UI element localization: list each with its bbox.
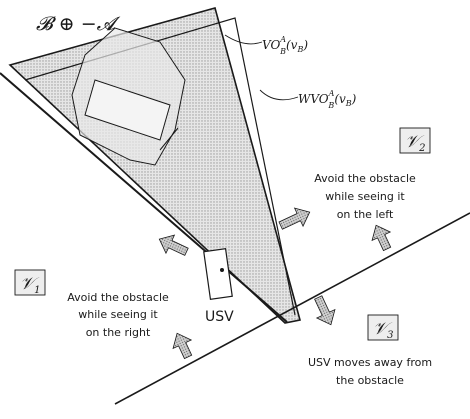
region-v3-caption-line1: USV moves away from <box>308 356 432 369</box>
obstacle-rectangle <box>84 79 171 141</box>
usv-body <box>203 248 233 300</box>
region-v1-caption-line2: while seeing it <box>78 308 158 321</box>
wvo-label-leader <box>259 89 299 101</box>
arrow-v3-region <box>314 295 336 326</box>
region-v1-box <box>14 269 46 296</box>
vo-label-leader <box>224 34 263 45</box>
region-v2-caption-line2: while seeing it <box>325 190 405 203</box>
region-v2-caption-line3: on the left <box>337 208 394 221</box>
region-v3-box <box>367 314 399 341</box>
usv-label: USV <box>205 309 234 325</box>
obstacle-center-mark <box>159 127 179 151</box>
region-v2-caption-line1: Avoid the obstacle <box>314 172 416 185</box>
arrow-v1-region <box>158 234 189 256</box>
region-v1-caption-line3: on the right <box>86 326 151 339</box>
region-v3-caption-line2: the obstacle <box>336 374 404 387</box>
boundary-line <box>114 212 470 405</box>
arrow-v2-normal <box>371 224 392 252</box>
cone-left-edge <box>0 72 288 323</box>
arrow-v1-normal <box>172 332 193 360</box>
minkowski-label: 𝓑 ⊕ −𝓐 <box>36 13 121 35</box>
region-v2-box <box>399 127 431 154</box>
usv-position-dot <box>220 268 224 272</box>
region-v1-caption-line1: Avoid the obstacle <box>67 291 169 304</box>
arrow-v2-region <box>278 207 311 230</box>
